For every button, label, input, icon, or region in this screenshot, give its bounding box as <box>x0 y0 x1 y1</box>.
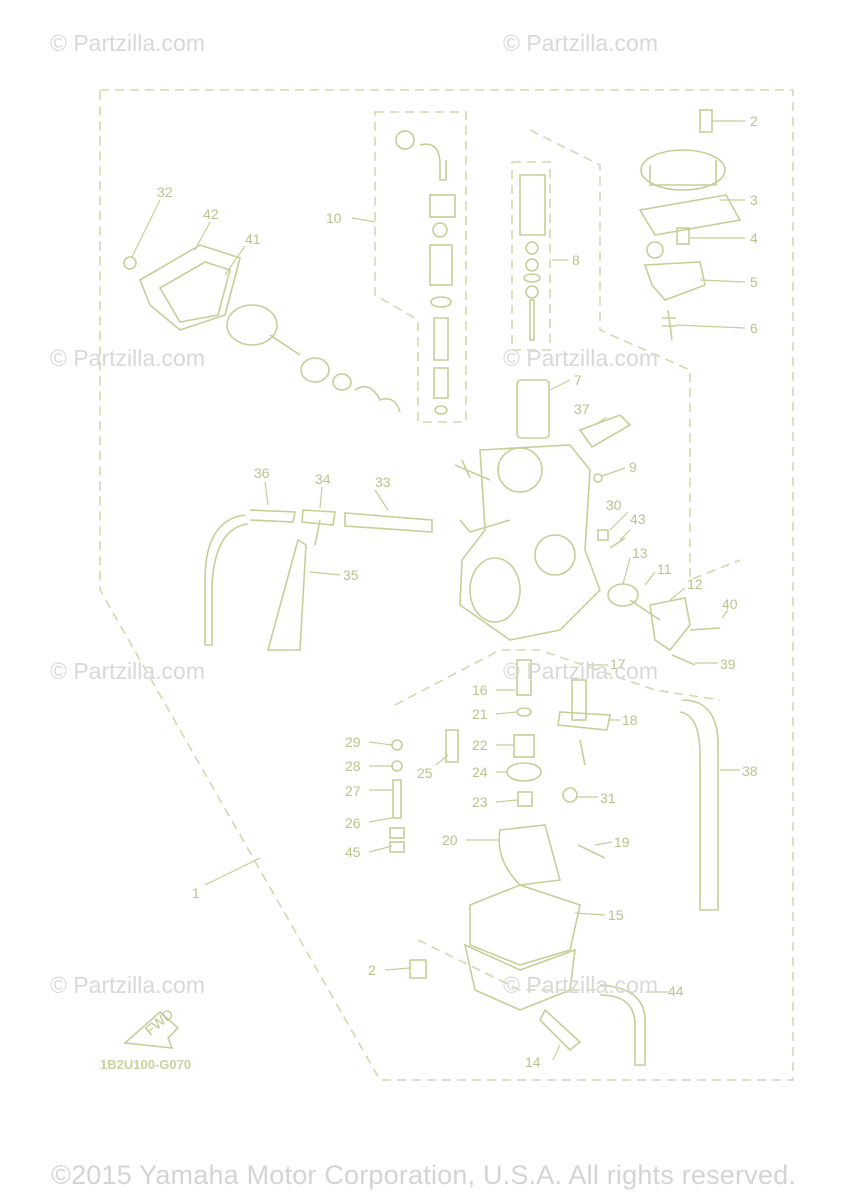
callout-21: 21 <box>472 706 488 722</box>
callout-10: 10 <box>326 210 342 226</box>
callout-12: 12 <box>687 576 703 592</box>
callout-7: 7 <box>574 372 582 388</box>
svg-text:FWD: FWD <box>142 1006 177 1039</box>
subassembly-10-box <box>374 111 467 423</box>
callout-36: 36 <box>254 465 270 481</box>
callout-1: 1 <box>192 885 200 901</box>
callout-37: 37 <box>574 401 590 417</box>
float-group <box>498 679 611 886</box>
callout-6: 6 <box>750 320 758 336</box>
callout-8: 8 <box>572 252 580 268</box>
callout-13: 13 <box>632 545 648 561</box>
callout-27: 27 <box>345 783 361 799</box>
callout-26: 26 <box>345 815 361 831</box>
copyright-notice: ©2015 Yamaha Motor Corporation, U.S.A. A… <box>50 1160 797 1190</box>
subassembly-throttle-box <box>529 129 741 582</box>
callout-22: 22 <box>472 737 488 753</box>
callout-2-bottom: 2 <box>368 962 376 978</box>
watermark: © Partzilla.com <box>503 345 658 371</box>
callout-15: 15 <box>608 907 624 923</box>
mixture-screw-group <box>578 414 721 666</box>
starter-plunger-group <box>123 244 401 413</box>
watermark: © Partzilla.com <box>50 345 205 371</box>
callout-28: 28 <box>345 758 361 774</box>
drain-hose <box>599 984 646 1066</box>
subassembly-8-box <box>511 161 551 351</box>
callout-30: 30 <box>606 497 622 513</box>
callout-2-top: 2 <box>750 113 758 129</box>
callout-25: 25 <box>417 765 433 781</box>
callout-9: 9 <box>629 459 637 475</box>
callout-29: 29 <box>345 734 361 750</box>
callout-31: 31 <box>600 790 616 806</box>
throttle-valve <box>516 379 550 439</box>
float-bowl <box>409 884 582 1052</box>
callout-17: 17 <box>610 656 626 672</box>
cable-adjuster-group <box>395 130 456 415</box>
callout-33: 33 <box>375 474 391 490</box>
watermark: © Partzilla.com <box>503 658 658 684</box>
callout-14: 14 <box>525 1054 541 1070</box>
callout-18: 18 <box>622 712 638 728</box>
callout-44: 44 <box>668 983 684 999</box>
carburetor-body <box>454 444 601 641</box>
callout-42: 42 <box>203 206 219 222</box>
assembly-boundary <box>99 89 794 1081</box>
watermark: © Partzilla.com <box>50 972 205 998</box>
callout-16: 16 <box>472 682 488 698</box>
callout-39: 39 <box>720 656 736 672</box>
callout-20: 20 <box>442 832 458 848</box>
watermark: © Partzilla.com <box>503 972 658 998</box>
diagram-code: 1B2U100-G070 <box>100 1057 192 1072</box>
callout-11: 11 <box>657 561 672 577</box>
jet-group <box>389 659 542 853</box>
callout-3: 3 <box>750 192 758 208</box>
callout-41: 41 <box>245 231 261 247</box>
callout-5: 5 <box>750 274 758 290</box>
jet-needle-group <box>519 174 546 341</box>
callout-labels: 2 3 4 5 6 7 8 9 10 11 12 13 14 15 16 17 … <box>131 113 758 1070</box>
fuel-hose-group <box>204 509 511 651</box>
callout-40: 40 <box>722 596 738 612</box>
callout-35: 35 <box>343 567 359 583</box>
fwd-arrow-icon: FWD <box>123 1006 180 1049</box>
overflow-hose <box>679 699 719 911</box>
callout-24: 24 <box>472 764 488 780</box>
throttle-cap-group <box>638 109 742 341</box>
leader-bowl-assembly <box>417 939 600 991</box>
callout-38: 38 <box>742 763 758 779</box>
callout-45: 45 <box>345 844 361 860</box>
callout-4: 4 <box>750 230 758 246</box>
callout-43: 43 <box>630 511 646 527</box>
watermark: © Partzilla.com <box>50 30 205 56</box>
leader-float-assembly <box>394 649 721 706</box>
callout-34: 34 <box>315 471 331 487</box>
callout-19: 19 <box>614 834 630 850</box>
callout-32: 32 <box>157 184 173 200</box>
callout-23: 23 <box>472 794 488 810</box>
watermark: © Partzilla.com <box>50 658 205 684</box>
watermark: © Partzilla.com <box>503 30 658 56</box>
